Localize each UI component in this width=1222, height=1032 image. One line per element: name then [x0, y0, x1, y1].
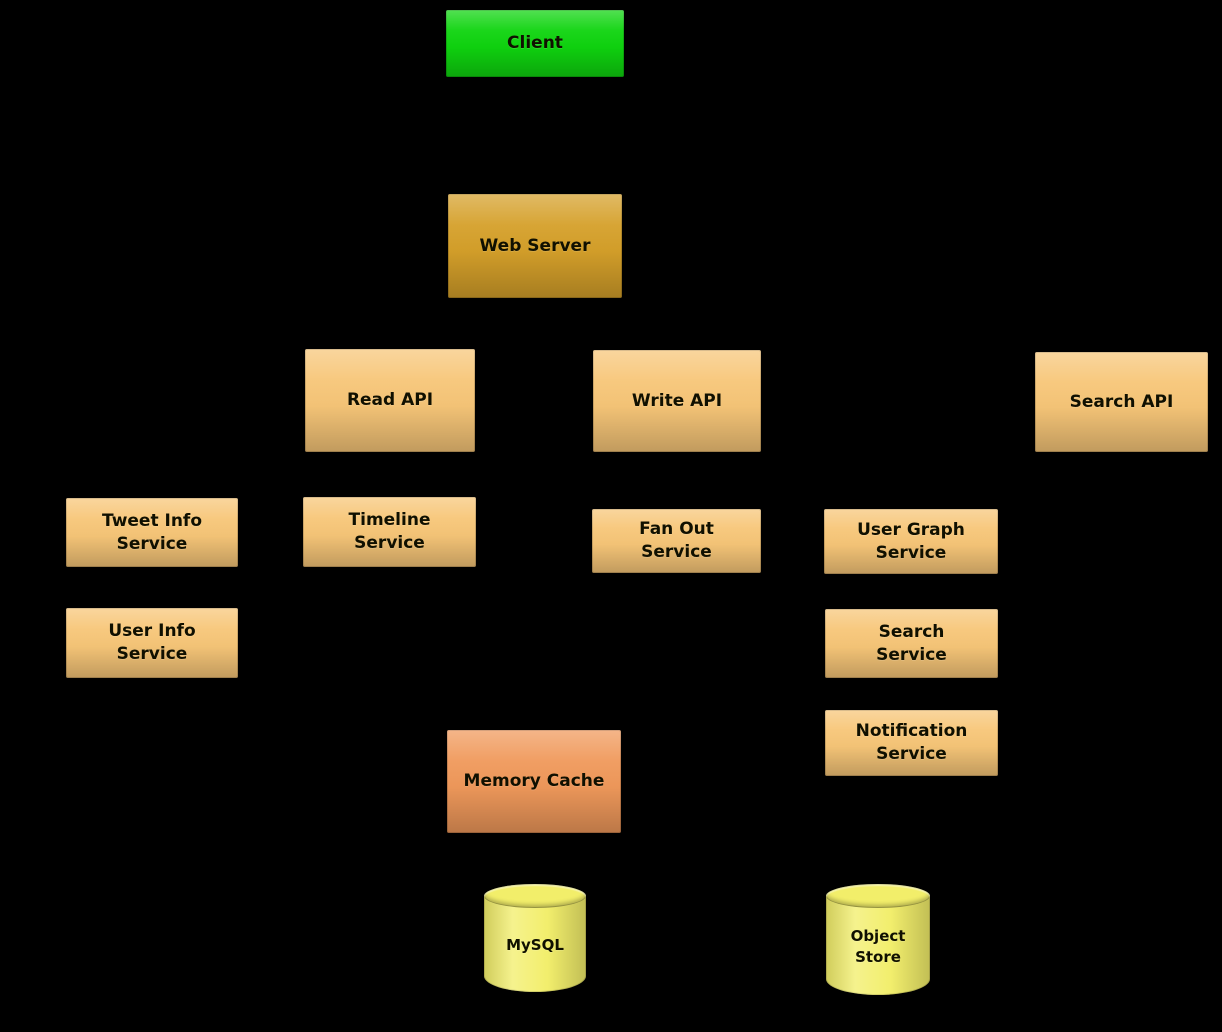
cylinder-body — [826, 896, 930, 995]
node-label: Memory Cache — [463, 771, 605, 792]
node-client: Client — [446, 10, 624, 77]
node-tweet-info-service: Tweet Info Service — [66, 498, 238, 567]
node-label: Search API — [1069, 391, 1174, 412]
node-label: Fan Out Service — [639, 519, 714, 562]
node-label: Search Service — [876, 621, 947, 665]
node-label: Object Store — [850, 927, 906, 966]
node-web-server: Web Server — [448, 194, 622, 298]
node-user-info-service: User Info Service — [66, 608, 238, 678]
cylinder-top — [484, 884, 586, 908]
node-fan-out-service: Fan Out Service — [592, 509, 761, 573]
node-label: Read API — [346, 390, 434, 411]
node-label: User Graph Service — [857, 519, 965, 563]
node-read-api: Read API — [305, 349, 475, 452]
node-label: Write API — [631, 390, 723, 411]
node-search-api: Search API — [1035, 352, 1208, 452]
node-memory-cache: Memory Cache — [447, 730, 621, 833]
node-label: User Info Service — [108, 621, 196, 664]
node-label: MySQL — [506, 935, 564, 954]
node-label: Client — [507, 33, 563, 54]
node-mysql: MySQL — [484, 884, 586, 992]
node-label: Tweet Info Service — [101, 510, 203, 554]
node-search-service: Search Service — [825, 609, 998, 678]
node-timeline-service: Timeline Service — [303, 497, 476, 567]
node-write-api: Write API — [593, 350, 761, 452]
cylinder-body — [484, 896, 586, 992]
node-label: Notification Service — [855, 721, 968, 764]
node-notification-service: Notification Service — [825, 710, 998, 776]
node-object-store: Object Store — [826, 884, 930, 995]
cylinder-top — [826, 884, 930, 908]
node-label: Web Server — [479, 235, 591, 256]
node-label: Timeline Service — [348, 510, 431, 553]
node-user-graph-service: User Graph Service — [824, 509, 998, 574]
